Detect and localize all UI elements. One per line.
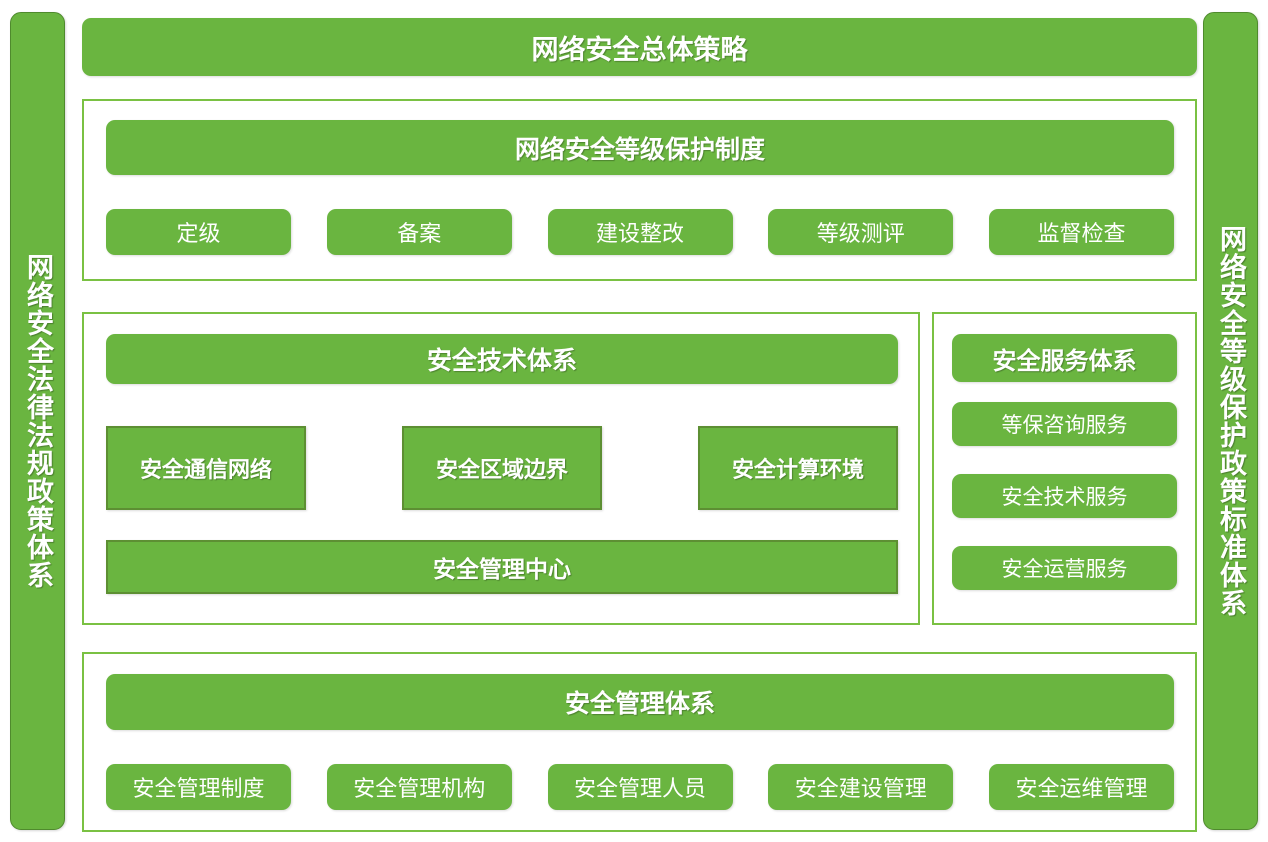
mgmt-item-system-policy: 安全管理制度: [106, 764, 291, 810]
mgmt-item-operation-maintenance: 安全运维管理: [989, 764, 1174, 810]
grading-step-jiandujiancha: 监督检查: [989, 209, 1174, 255]
technical-system-title: 安全技术体系: [106, 334, 898, 384]
management-system-panel: 安全管理体系 安全管理制度 安全管理机构 安全管理人员 安全建设管理 安全运维管…: [82, 652, 1197, 832]
grading-step-dingji: 定级: [106, 209, 291, 255]
technical-system-panel: 安全技术体系 安全通信网络 安全区域边界 安全计算环境 安全管理中心: [82, 312, 920, 625]
right-pillar-standards: 网络安全等级保护政策标准体系: [1203, 12, 1258, 830]
grading-steps-row: 定级 备案 建设整改 等级测评 监督检查: [106, 209, 1174, 255]
left-pillar-label: 网络安全法律法规政策体系: [23, 253, 53, 589]
mgmt-item-personnel: 安全管理人员: [547, 764, 733, 810]
tech-layer-area-boundary: 安全区域边界: [402, 426, 602, 510]
service-system-title: 安全服务体系: [952, 334, 1177, 382]
service-item-consulting: 等保咨询服务: [952, 402, 1177, 446]
service-item-operations: 安全运营服务: [952, 546, 1177, 590]
mgmt-item-organization: 安全管理机构: [326, 764, 512, 810]
right-pillar-label: 网络安全等级保护政策标准体系: [1216, 225, 1246, 617]
overall-strategy-banner: 网络安全总体策略: [82, 18, 1197, 76]
grading-step-beian: 备案: [326, 209, 512, 255]
management-system-title: 安全管理体系: [106, 674, 1174, 730]
grading-system-panel: 网络安全等级保护制度 定级 备案 建设整改 等级测评 监督检查: [82, 99, 1197, 281]
tech-layer-communication-network: 安全通信网络: [106, 426, 306, 510]
grading-step-dengjiceping: 等级测评: [768, 209, 954, 255]
grading-step-jianshezhenggai: 建设整改: [547, 209, 733, 255]
left-pillar-legal-policy: 网络安全法律法规政策体系: [10, 12, 65, 830]
tech-layer-computing-environment: 安全计算环境: [698, 426, 898, 510]
mgmt-item-construction: 安全建设管理: [768, 764, 954, 810]
service-item-technical: 安全技术服务: [952, 474, 1177, 518]
grading-system-title: 网络安全等级保护制度: [106, 120, 1174, 175]
service-system-panel: 安全服务体系 等保咨询服务 安全技术服务 安全运营服务: [932, 312, 1197, 625]
tech-management-center: 安全管理中心: [106, 540, 898, 594]
technical-layers-row: 安全通信网络 安全区域边界 安全计算环境: [106, 426, 898, 510]
management-items-row: 安全管理制度 安全管理机构 安全管理人员 安全建设管理 安全运维管理: [106, 764, 1174, 810]
